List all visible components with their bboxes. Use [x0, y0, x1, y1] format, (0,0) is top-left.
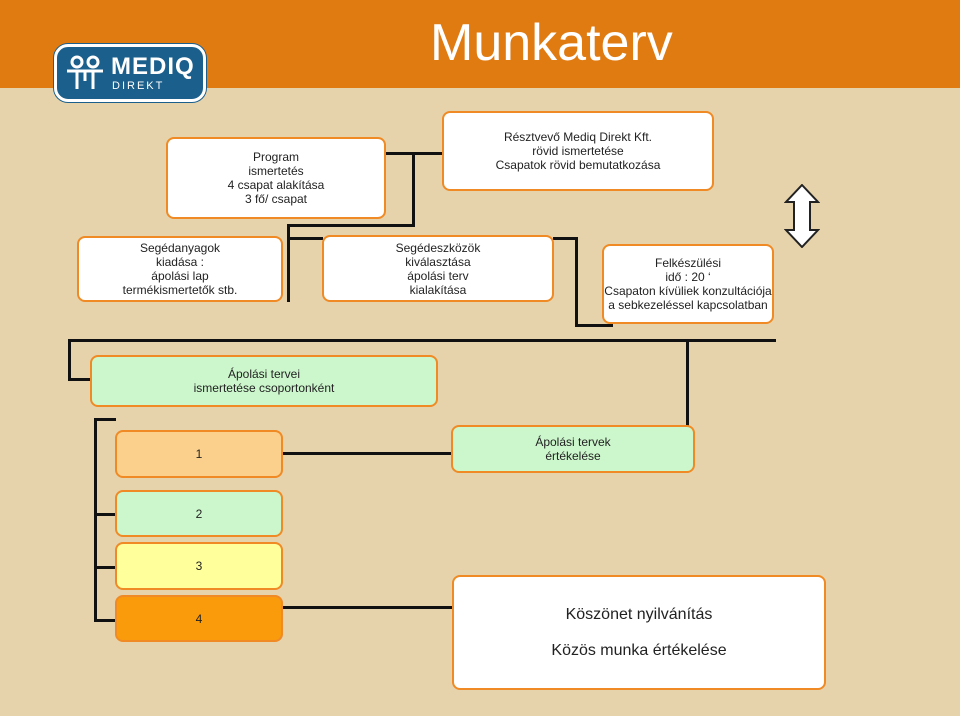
node-segedanyagok: Segédanyagok kiadása : ápolási lap termé… — [77, 236, 283, 302]
node-segedeszkozok: Segédeszközök kiválasztása ápolási terv … — [322, 235, 554, 302]
connector — [412, 152, 415, 227]
logo-sub: DIREKT — [112, 80, 165, 92]
group-box-2: 2 — [115, 490, 283, 537]
logo-mark-icon — [67, 55, 103, 89]
group-box-1: 1 — [115, 430, 283, 478]
node-ertekelese: Ápolási tervek értékelése — [451, 425, 695, 473]
node-koszonet: Köszönet nyilvánítás Közös munka értékel… — [452, 575, 826, 690]
connector — [283, 452, 453, 455]
connector — [94, 418, 116, 421]
group-box-3: 3 — [115, 542, 283, 590]
connector — [94, 513, 116, 516]
connector — [287, 224, 415, 227]
connector — [94, 619, 116, 622]
group-box-4: 4 — [115, 595, 283, 642]
up-down-arrow-icon — [784, 184, 820, 248]
connector — [283, 606, 453, 609]
connector — [94, 418, 97, 622]
node-resztvevo: Résztvevő Mediq Direkt Kft. rövid ismert… — [442, 111, 714, 191]
connector — [94, 566, 116, 569]
connector — [575, 324, 613, 327]
connector — [287, 224, 290, 302]
connector — [68, 339, 776, 342]
connector — [686, 339, 689, 427]
node-felkeszulesi: Felkészülési idő : 20 ‘ Csapaton kívülie… — [602, 244, 774, 324]
connector — [287, 237, 323, 240]
mediq-logo: MEDIQ DIREKT — [54, 44, 206, 102]
connector — [553, 237, 577, 240]
logo-brand: MEDIQ — [111, 53, 195, 80]
node-apolasi-tervei: Ápolási tervei ismertetése csoportonként — [90, 355, 438, 407]
connector — [68, 339, 71, 381]
connector — [575, 237, 578, 325]
node-program: Program ismertetés 4 csapat alakítása 3 … — [166, 137, 386, 219]
connector — [68, 378, 92, 381]
page-title: Munkaterv — [430, 14, 673, 72]
